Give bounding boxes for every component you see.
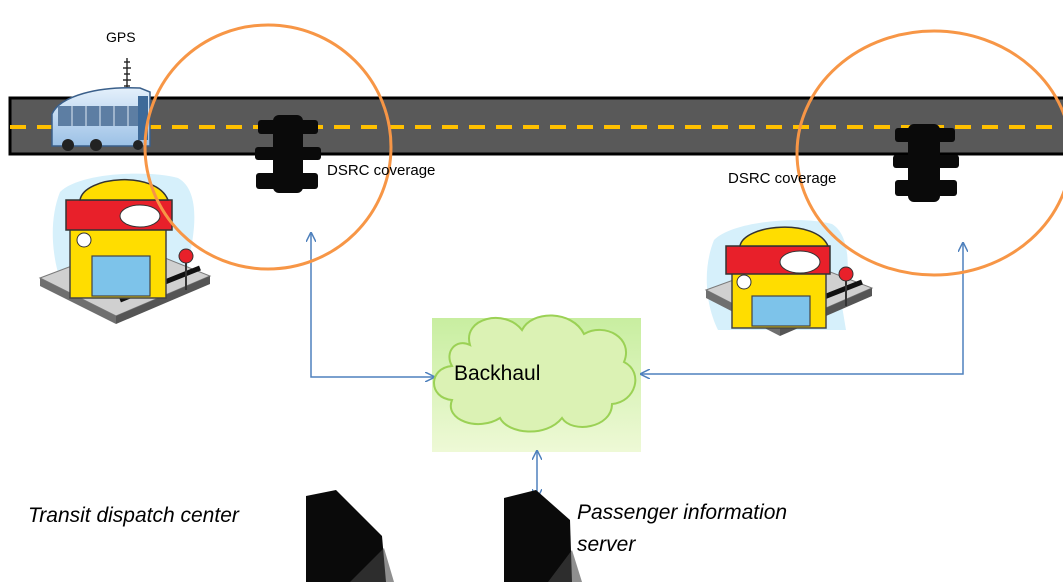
road (8, 96, 1063, 156)
bus-icon (51, 86, 151, 151)
gps-label: GPS (106, 29, 136, 45)
traffic-light-icon (255, 115, 321, 193)
traffic-light-icon (893, 124, 959, 202)
passenger-server-label-line2: server (577, 533, 636, 556)
connector-arrows (311, 233, 963, 498)
cloud-icon (433, 314, 637, 433)
server-tower-icon (306, 490, 394, 582)
server-tower-icon (504, 490, 582, 582)
bus-stop-store-icon (38, 173, 212, 324)
passenger-information-server-label: Passenger information server (577, 497, 787, 561)
antenna-icon (123, 58, 131, 92)
dsrc-coverage-label: DSRC coverage (327, 162, 436, 179)
passenger-server-label-line1: Passenger information (577, 501, 788, 524)
dsrc-coverage-circle (795, 29, 1063, 277)
arrow-right-tower-to-backhaul (641, 243, 963, 374)
dsrc-coverage-circle (143, 23, 393, 271)
backhaul-label: Backhaul (454, 362, 541, 385)
dispatch-center-label: Transit dispatch center (28, 504, 239, 527)
arrow-left-tower-to-backhaul (311, 233, 434, 377)
bus-stop-store-icon (704, 220, 874, 336)
dsrc-coverage-label: DSRC coverage (728, 170, 837, 187)
